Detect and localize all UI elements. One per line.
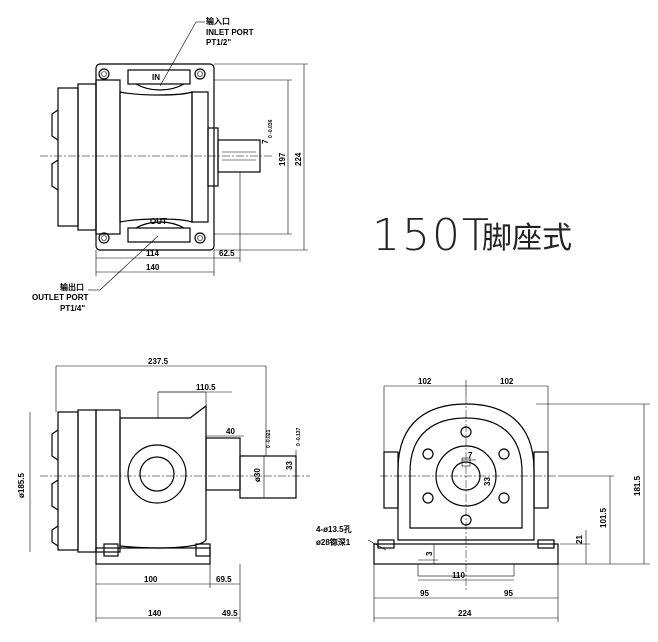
top-base-plate — [95, 63, 215, 251]
in-mark: IN — [152, 73, 160, 82]
dim-224: 224 — [294, 152, 303, 166]
top-flange — [77, 83, 97, 231]
front-view: 102 102 7 33 181.5 101.5 21 3 110 95 95 … — [316, 377, 650, 622]
dim-33-front: 33 — [483, 477, 492, 486]
model-number: 150T — [372, 210, 491, 261]
dim-dia30-tol: 0 -0.021 — [266, 429, 272, 448]
dim-49-5: 49.5 — [222, 609, 238, 618]
dim-102-left: 102 — [418, 377, 432, 386]
mount-style: 脚座式 — [482, 221, 572, 256]
dim-114: 114 — [146, 249, 159, 258]
inlet-label-cn: 输入口 — [206, 16, 230, 26]
dim-40: 40 — [226, 427, 235, 436]
top-bolts — [98, 68, 206, 244]
dim-3: 3 — [425, 551, 434, 556]
inlet-label-en: INLET PORT — [206, 28, 254, 37]
holes-note: 4-ø13.5孔 — [316, 524, 352, 534]
dim-197: 197 — [278, 152, 287, 166]
out-mark: OUT — [150, 217, 167, 226]
dim-110-5: 110.5 — [196, 383, 216, 392]
dim-140-side: 140 — [148, 609, 162, 618]
drawing-title: 150T 脚座式 — [372, 210, 572, 261]
top-view: IN OUT 114 62.5 140 197 224 7 0 -0.036 输… — [32, 16, 308, 313]
front-bolts — [422, 426, 510, 526]
dim-7-front: 7 — [468, 451, 473, 460]
dim-33-tol: 0 -0.137 — [296, 427, 302, 446]
top-shaft-collar — [207, 127, 219, 187]
outlet-label-en: OUTLET PORT — [32, 293, 89, 302]
dim-95-right: 95 — [504, 589, 513, 598]
dim-181-5: 181.5 — [633, 475, 642, 496]
outlet-port-block — [127, 227, 191, 243]
front-left-port — [383, 451, 399, 509]
dim-100: 100 — [144, 575, 158, 584]
side-body — [119, 404, 207, 549]
dim-33: 33 — [285, 461, 294, 470]
outlet-size: PT1/4" — [60, 304, 85, 313]
top-ring — [95, 79, 121, 235]
front-flange — [397, 403, 535, 541]
front-right-port — [533, 451, 549, 509]
dim-95-left: 95 — [420, 589, 429, 598]
side-motor-cap — [57, 411, 79, 551]
side-bearing-housing — [205, 437, 241, 491]
top-body — [119, 91, 193, 223]
inlet-port-block — [127, 69, 191, 85]
side-ring — [95, 409, 121, 553]
dim-224-front: 224 — [458, 609, 472, 618]
side-flange — [77, 409, 97, 553]
side-view: 237.5 110.5 40 ø185.5 ø30 0 -0.021 33 0 … — [17, 357, 310, 622]
dim-21: 21 — [575, 535, 584, 544]
dim-110: 110 — [452, 571, 465, 580]
dim-dia185-5: ø185.5 — [17, 473, 26, 498]
dim-237-5: 237.5 — [148, 357, 169, 366]
dim-140: 140 — [146, 263, 160, 272]
dim-102-right: 102 — [500, 377, 514, 386]
dim-101-5: 101.5 — [599, 507, 608, 528]
dim-62-5: 62.5 — [219, 249, 235, 258]
side-motor-fins — [51, 429, 59, 547]
front-flange-inner — [409, 417, 523, 529]
inlet-size: PT1/2" — [206, 38, 231, 47]
side-port-outer — [127, 444, 187, 504]
top-motor-fins — [51, 109, 59, 191]
side-port-inner — [139, 456, 175, 492]
dim-69-5: 69.5 — [216, 575, 232, 584]
top-motor-cap — [57, 87, 79, 227]
outlet-label-cn: 输出口 — [60, 282, 84, 292]
dim-key-tol: 0 -0.036 — [268, 119, 274, 138]
counterbore-note: ø28锪深1 — [316, 537, 351, 547]
dim-key-7: 7 — [261, 139, 270, 144]
top-bearing — [191, 91, 209, 223]
dim-dia30: ø30 — [253, 468, 262, 482]
